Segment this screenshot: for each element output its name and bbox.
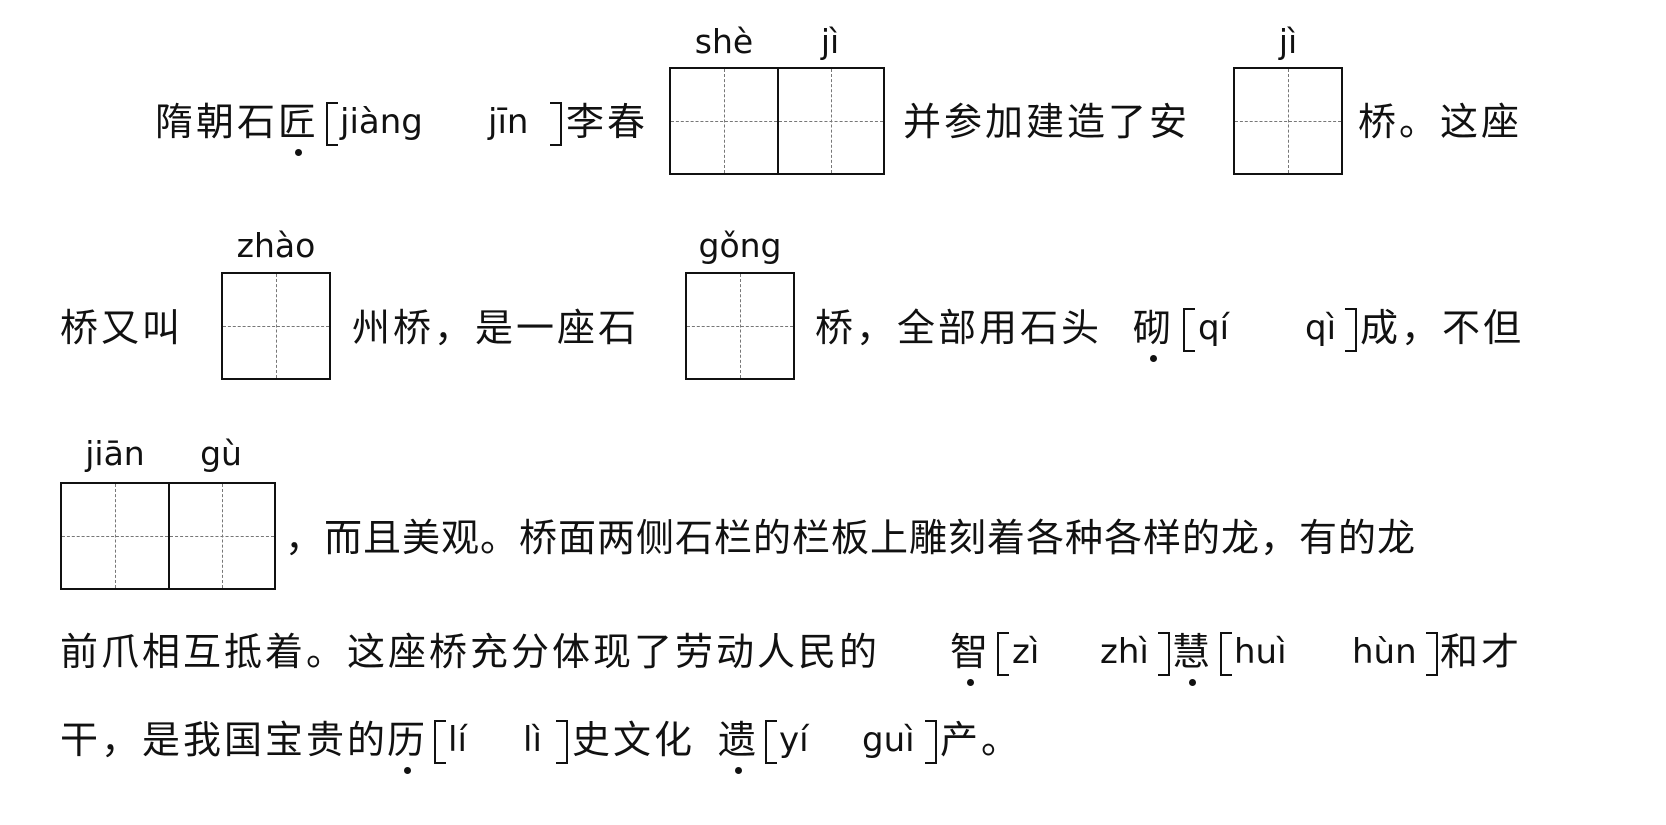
bracket-right: [1426, 632, 1438, 676]
sentence-line-2: 桥又叫 州桥，是一座石 桥，全部用石头 砌 qí qì 成，不但: [0, 298, 1666, 362]
tianzige-cell[interactable]: [223, 274, 329, 378]
tianzige-blank[interactable]: [221, 272, 331, 380]
bracket-right: [1158, 632, 1170, 676]
text-segment: 州桥，是一座石: [352, 306, 640, 350]
text-segment: 干，是我国宝贵的: [60, 718, 389, 762]
pinyin-option[interactable]: jīn: [488, 102, 529, 142]
bracket-right: [556, 720, 568, 764]
text-segment: 隋朝石: [155, 100, 279, 144]
sentence-line-3: ，而且美观。桥面两侧石栏的栏板上雕刻着各种各样的龙，有的龙: [0, 508, 1666, 568]
pinyin-option[interactable]: zhì: [1100, 632, 1149, 672]
text-segment: 史文化: [572, 718, 696, 762]
tianzige-cell[interactable]: [168, 484, 274, 588]
bracket-right: [925, 720, 937, 764]
tianzige-blank[interactable]: [685, 272, 795, 380]
tianzige-cell[interactable]: [1235, 69, 1341, 173]
tianzige-cell[interactable]: [671, 69, 777, 173]
emphasis-dot: [404, 767, 411, 774]
bracket-left: [434, 720, 446, 764]
text-segment: 和才: [1440, 630, 1523, 674]
pinyin-hint: shè: [694, 22, 754, 61]
emphasis-dot: [735, 767, 742, 774]
bracket-right: [550, 102, 562, 146]
emphasis-dot: [1150, 355, 1157, 362]
sentence-line-4: 前爪相互抵着。这座桥充分体现了劳动人民的 智 zì zhì 慧 huì hùn …: [0, 622, 1666, 686]
text-segment: 桥又叫: [60, 306, 184, 350]
pinyin-option[interactable]: huì: [1234, 632, 1287, 672]
tianzige-blank[interactable]: [669, 67, 885, 175]
pinyin-hint: gù: [200, 434, 242, 473]
dotted-char: 智: [950, 622, 991, 686]
dotted-char: 慧: [1172, 622, 1213, 686]
pinyin-option[interactable]: lì: [523, 720, 542, 760]
text-segment: 桥，全部用石头: [815, 306, 1103, 350]
pinyin-hint: zhào: [236, 226, 316, 265]
tianzige-blank[interactable]: [60, 482, 276, 590]
sentence-line-5: 干，是我国宝贵的 历 lí lì 史文化 遗 yí guì 产。: [0, 710, 1666, 774]
tianzige-cell[interactable]: [62, 484, 168, 588]
pinyin-hint: jì: [1278, 22, 1298, 61]
tianzige-cell[interactable]: [687, 274, 793, 378]
sentence-line-1: 隋朝石 匠 jiàng jīn 李春 并参加建造了安 桥。这座: [0, 92, 1666, 156]
pinyin-hint: jiān: [85, 434, 145, 473]
bracket-right: [1345, 308, 1357, 352]
text-segment: 前爪相互抵着。这座桥充分体现了劳动人民的: [60, 630, 881, 674]
text-segment: 桥。这座: [1358, 100, 1523, 144]
pinyin-option[interactable]: zì: [1012, 632, 1040, 672]
pinyin-option[interactable]: qì: [1305, 308, 1337, 348]
tianzige-cell[interactable]: [777, 69, 883, 173]
text-segment: 李春: [566, 100, 649, 144]
pinyin-hint: gǒng: [698, 226, 782, 265]
pinyin-option[interactable]: qí: [1198, 308, 1230, 348]
text-segment: 成，不但: [1360, 306, 1525, 350]
dotted-char: 砌: [1133, 298, 1174, 362]
pinyin-option[interactable]: hùn: [1352, 632, 1417, 672]
pinyin-option[interactable]: lí: [448, 720, 467, 760]
bracket-left: [1220, 632, 1232, 676]
pinyin-option[interactable]: jiàng: [340, 102, 423, 142]
bracket-left: [1183, 308, 1195, 352]
emphasis-dot: [1189, 679, 1196, 686]
pinyin-hint: jì: [820, 22, 840, 61]
bracket-left: [997, 632, 1009, 676]
pinyin-option[interactable]: yí: [779, 720, 809, 760]
text-segment: 产。: [940, 718, 1023, 762]
text-segment: ，而且美观。桥面两侧石栏的栏板上雕刻着各种各样的龙，有的龙: [285, 516, 1417, 560]
pinyin-option[interactable]: guì: [862, 720, 915, 760]
dotted-char: 匠: [278, 92, 319, 156]
tianzige-blank[interactable]: [1233, 67, 1343, 175]
bracket-left: [765, 720, 777, 764]
bracket-left: [326, 102, 338, 146]
text-segment: 并参加建造了安: [903, 100, 1191, 144]
emphasis-dot: [967, 679, 974, 686]
emphasis-dot: [295, 149, 302, 156]
dotted-char: 历: [387, 710, 428, 774]
dotted-char: 遗: [718, 710, 759, 774]
